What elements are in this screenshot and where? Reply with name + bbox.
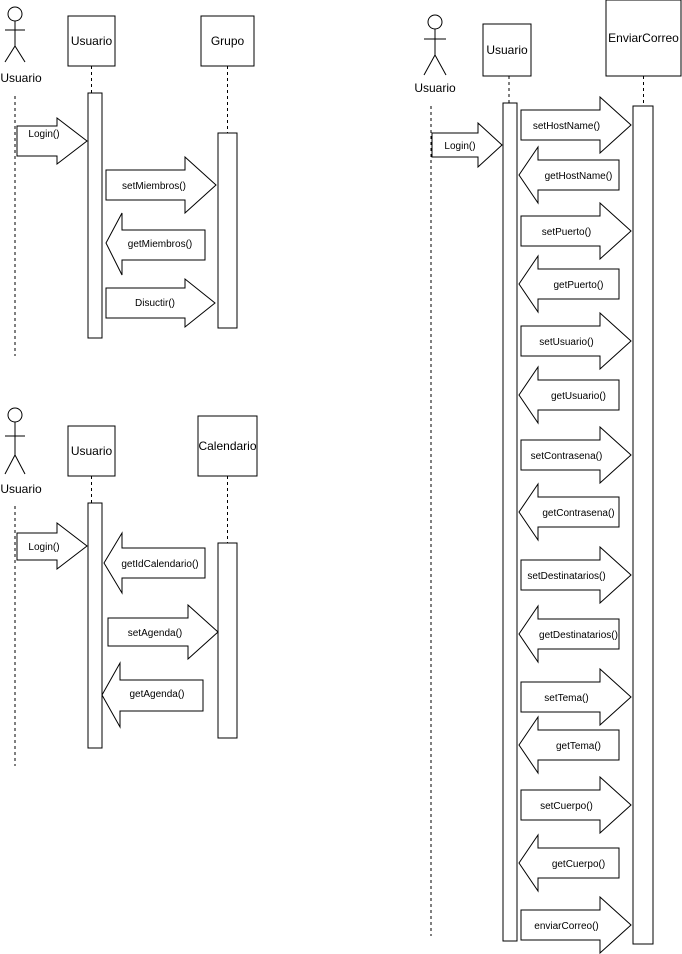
- actor-usuario-figure: [4, 6, 26, 63]
- message-label: getIdCalendario(): [121, 559, 198, 570]
- login-arrow: Login(): [431, 121, 503, 169]
- message-label: getAgenda(): [129, 689, 184, 700]
- message-label: getMiembros(): [128, 239, 192, 250]
- login-label: Login(): [444, 141, 475, 152]
- message-arrow-shape: [520, 775, 632, 835]
- actor-label: Usuario: [414, 81, 456, 95]
- object-box-usuario: [67, 15, 116, 67]
- actor-usuario-figure: [423, 14, 447, 76]
- actor-label: Usuario: [0, 482, 42, 496]
- message-label: getUsuario(): [551, 391, 606, 402]
- message-label: setDestinatarios(): [527, 571, 605, 582]
- message-arrow: getIdCalendario(): [103, 531, 206, 595]
- message-arrow-shape: [520, 311, 632, 371]
- message-label: setHostName(): [533, 121, 600, 132]
- object-box-usuario: [482, 23, 532, 77]
- message-label: getContrasena(): [542, 508, 614, 519]
- message-arrow: getUsuario(): [518, 365, 620, 425]
- message-label: Disuctir(): [135, 298, 175, 309]
- object-box-enviarcorreo: [605, 0, 682, 77]
- object-box-grupo: [200, 15, 255, 67]
- message-arrow: setAgenda(): [107, 603, 219, 661]
- message-arrow: setContrasena(): [520, 425, 632, 485]
- activation-bar-enviarcorreo: [632, 105, 654, 945]
- diagram-grupo: Usuario Usuario Grupo Login() setMiembro…: [0, 6, 255, 356]
- object-label-usuario: Usuario: [486, 43, 528, 57]
- message-label: setCuerpo(): [540, 801, 593, 812]
- object-label-usuario: Usuario: [71, 34, 113, 48]
- message-arrow: setUsuario(): [520, 311, 632, 371]
- object-box-usuario: [67, 425, 116, 477]
- message-arrow-shape: [518, 482, 620, 542]
- message-label: setContrasena(): [531, 451, 603, 462]
- message-arrow: getDestinatarios(): [518, 604, 620, 664]
- message-label: setTema(): [544, 693, 588, 704]
- message-arrow: setMiembros(): [105, 155, 217, 215]
- message-arrow: getAgenda(): [101, 661, 204, 729]
- message-label: setPuerto(): [542, 227, 591, 238]
- object-label-usuario: Usuario: [71, 444, 113, 458]
- login-arrow: Login(): [16, 521, 88, 571]
- message-label: getDestinatarios(): [539, 630, 618, 641]
- activation-bar-usuario: [87, 502, 103, 749]
- message-arrow-shape: [518, 715, 620, 775]
- message-arrows-correo: setHostName() getHostName() setPuerto() get…: [518, 95, 632, 954]
- object-label-enviarcorreo: EnviarCorreo: [608, 31, 679, 45]
- message-arrow: getPuerto(): [518, 254, 620, 314]
- message-arrow-shape: [518, 604, 620, 664]
- message-arrow: getHostName(): [518, 145, 620, 205]
- message-arrow-shape: [520, 201, 632, 261]
- message-arrow: getCuerpo(): [518, 833, 620, 893]
- message-label: enviarCorreo(): [534, 921, 598, 932]
- message-arrow: setCuerpo(): [520, 775, 632, 835]
- activation-bar-usuario: [87, 92, 103, 339]
- diagram-correo: Usuario Usuario EnviarCorreo Login() set…: [414, 0, 682, 954]
- message-arrow: getTema(): [518, 715, 620, 775]
- message-arrow: setDestinatarios(): [520, 545, 632, 605]
- message-label: getPuerto(): [553, 280, 603, 291]
- message-arrow: setPuerto(): [520, 201, 632, 261]
- message-arrow: setTema(): [520, 667, 632, 727]
- activation-bar-usuario: [502, 102, 518, 942]
- object-label-grupo: Grupo: [211, 34, 245, 48]
- message-arrow-shape: [520, 95, 632, 155]
- message-arrow: getContrasena(): [518, 482, 620, 542]
- activation-bar-grupo: [217, 132, 238, 329]
- message-arrow-shape: [518, 145, 620, 205]
- actor-usuario-figure: [4, 407, 26, 475]
- diagram-calendario: Usuario Usuario Calendario Login() getId…: [0, 407, 258, 766]
- message-arrow: setHostName(): [520, 95, 632, 155]
- message-label: setUsuario(): [539, 337, 593, 348]
- message-label: setMiembros(): [122, 181, 186, 192]
- message-arrow-shape: [520, 545, 632, 605]
- message-arrow-shape: [518, 833, 620, 893]
- login-arrow: Login(): [16, 116, 88, 166]
- message-arrow: Disuctir(): [105, 277, 216, 329]
- message-label: setAgenda(): [128, 628, 182, 639]
- login-label: Login(): [28, 542, 59, 553]
- message-arrow: enviarCorreo(): [520, 895, 632, 954]
- message-label: getHostName(): [545, 171, 613, 182]
- login-label: Login(): [28, 129, 59, 140]
- object-box-calendario: [197, 415, 258, 477]
- message-label: getTema(): [556, 741, 601, 752]
- activation-bar-calendario: [217, 542, 238, 739]
- message-label: getCuerpo(): [552, 859, 605, 870]
- message-arrow-shape: [518, 365, 620, 425]
- object-label-calendario: Calendario: [198, 439, 256, 453]
- message-arrow-shape: [520, 667, 632, 727]
- message-arrow-shape: [520, 425, 632, 485]
- message-arrow: getIdCalendario() getMiembros(): [105, 212, 206, 276]
- message-arrow-shape: [518, 254, 620, 314]
- message-arrow-shape: [520, 895, 632, 954]
- actor-label: Usuario: [0, 71, 42, 85]
